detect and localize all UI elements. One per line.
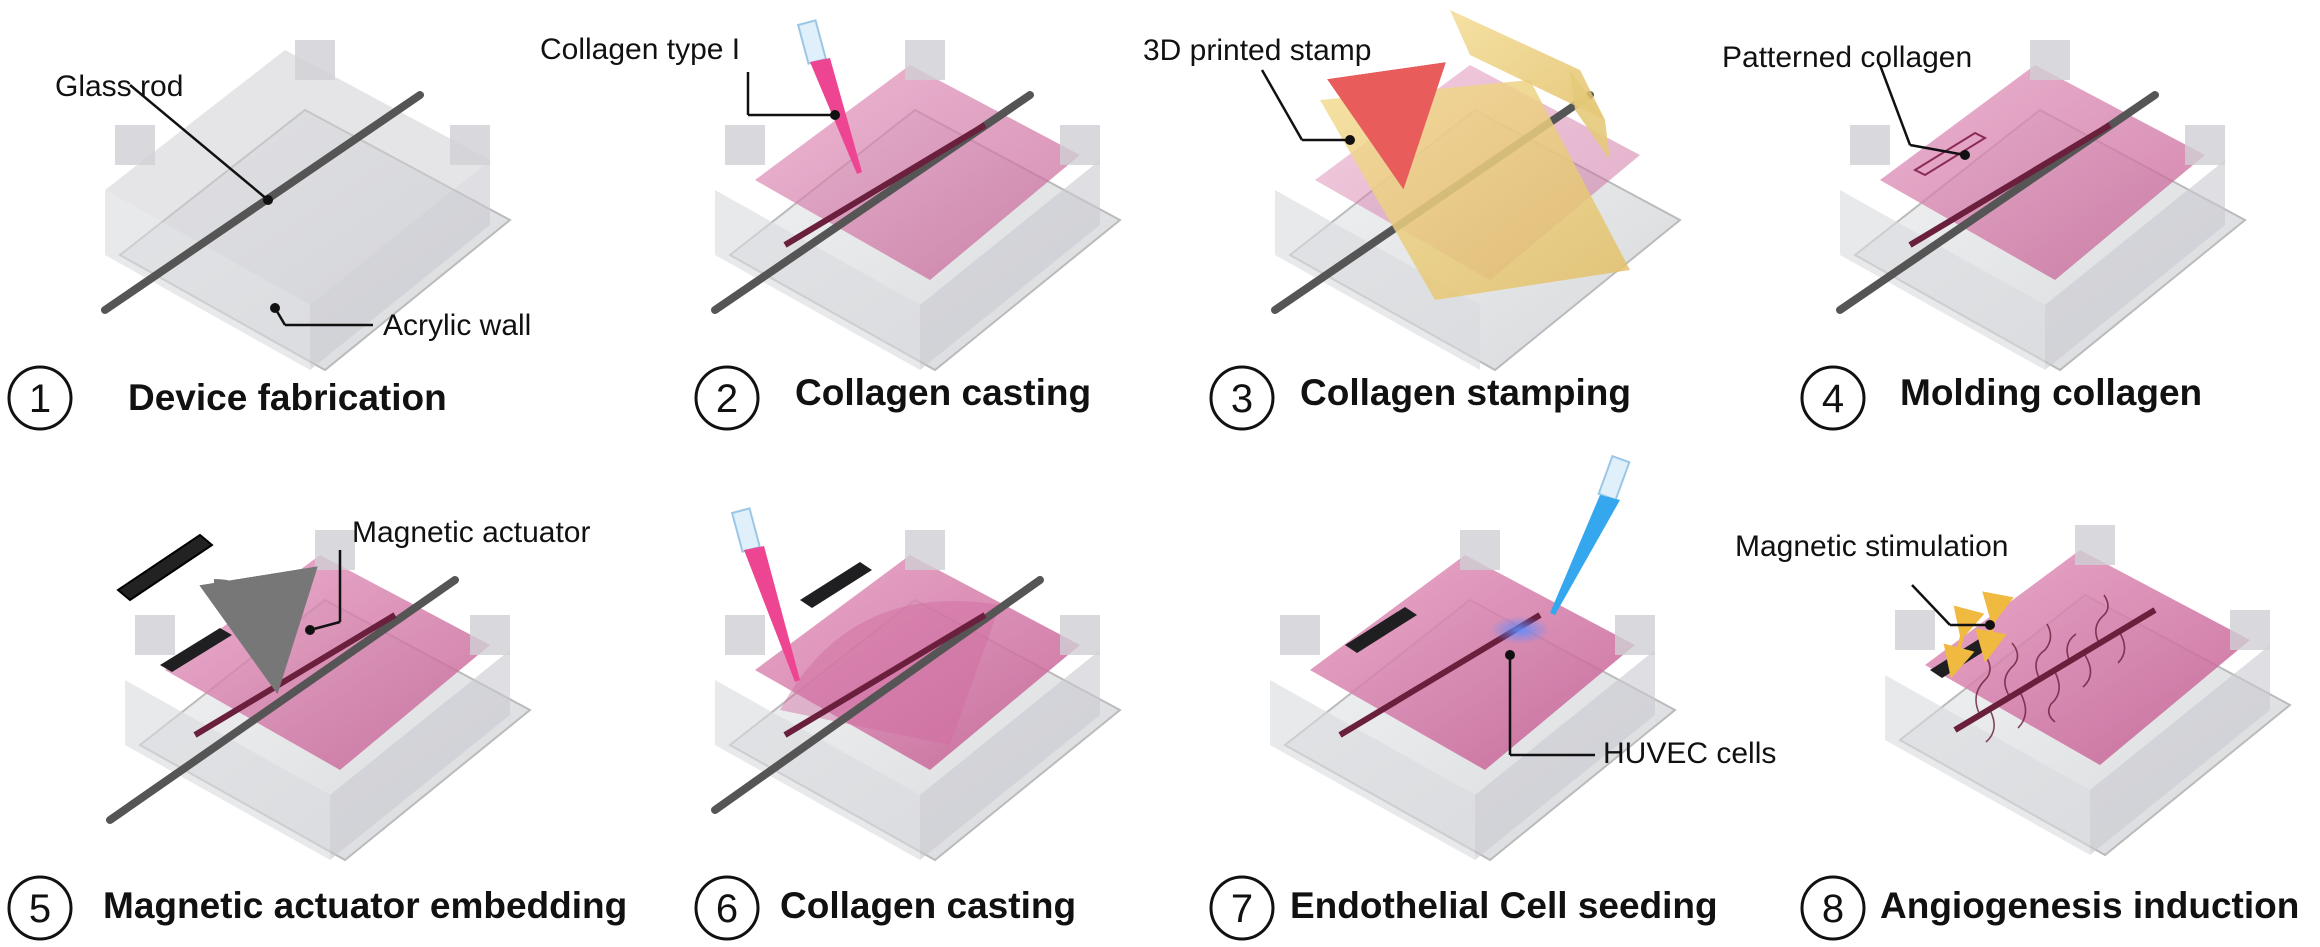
pipette-blue [1550, 456, 1629, 615]
magnetic-actuator-loose [118, 535, 212, 600]
svg-text:4: 4 [1822, 377, 1844, 421]
corner-post [1895, 610, 1935, 650]
corner-post [1850, 125, 1890, 165]
leader-dot [270, 303, 280, 313]
title-angiogenesis-induction: Angiogenesis induction [1880, 885, 2299, 926]
panel-7 [1270, 530, 1675, 860]
corner-post [470, 615, 510, 655]
leader-dot [1345, 135, 1355, 145]
step-2-label: 2 Collagen casting [696, 367, 1091, 429]
corner-post [725, 615, 765, 655]
panel-2 [715, 40, 1120, 370]
svg-text:8: 8 [1822, 887, 1844, 931]
step-4-label: 4 Molding collagen [1802, 367, 2202, 429]
panel-4 [1840, 40, 2245, 370]
title-collagen-stamping: Collagen stamping [1300, 372, 1631, 413]
corner-post [905, 530, 945, 570]
corner-post [2230, 610, 2270, 650]
corner-post [2075, 525, 2115, 565]
step-6-label: 6 Collagen casting [696, 877, 1076, 939]
huvec-cells-glow [1490, 616, 1550, 644]
corner-post [905, 40, 945, 80]
title-molding-collagen: Molding collagen [1900, 372, 2202, 413]
corner-post [135, 615, 175, 655]
svg-text:1: 1 [29, 377, 51, 421]
svg-text:6: 6 [716, 887, 738, 931]
step-7-label: 7 Endothelial Cell seeding [1211, 877, 1718, 939]
panel-6 [715, 530, 1120, 860]
step-8-label: 8 Angiogenesis induction [1802, 877, 2299, 939]
svg-text:2: 2 [716, 377, 738, 421]
corner-post [315, 530, 355, 570]
corner-post [115, 125, 155, 165]
title-device-fabrication: Device fabrication [128, 377, 447, 418]
panel-8 [1885, 525, 2290, 855]
label-collagen-type-i: Collagen type I [540, 33, 740, 66]
corner-post [1280, 615, 1320, 655]
leader-dot [1505, 650, 1515, 660]
label-3d-printed-stamp: 3D printed stamp [1143, 34, 1371, 67]
leader-dot [263, 195, 273, 205]
corner-post [1060, 125, 1100, 165]
corner-post [295, 40, 335, 80]
leader-dot [830, 110, 840, 120]
title-collagen-casting-2: Collagen casting [780, 885, 1076, 926]
corner-post [725, 125, 765, 165]
title-collagen-casting: Collagen casting [795, 372, 1091, 413]
title-magnetic-actuator-embedding: Magnetic actuator embedding [103, 885, 627, 926]
leader-3d-printed-stamp [1262, 70, 1302, 140]
leader-dot [1960, 150, 1970, 160]
panel-5 [110, 530, 530, 860]
label-magnetic-actuator: Magnetic actuator [352, 516, 590, 549]
leader-dot [1985, 620, 1995, 630]
svg-text:5: 5 [29, 887, 51, 931]
step-3-label: 3 Collagen stamping [1211, 367, 1631, 429]
corner-post [2185, 125, 2225, 165]
label-huvec-cells: HUVEC cells [1603, 737, 1776, 770]
label-magnetic-stimulation: Magnetic stimulation [1735, 530, 2008, 563]
step-5-label: 5 Magnetic actuator embedding [9, 877, 627, 939]
corner-post [2030, 40, 2070, 80]
title-endothelial-cell-seeding: Endothelial Cell seeding [1290, 885, 1718, 926]
leader-dot [305, 625, 315, 635]
pipette-pink [732, 508, 800, 682]
corner-post [1615, 615, 1655, 655]
corner-post [1060, 615, 1100, 655]
svg-text:3: 3 [1231, 377, 1253, 421]
label-patterned-collagen: Patterned collagen [1722, 41, 1972, 74]
svg-text:7: 7 [1231, 887, 1253, 931]
label-acrylic-wall: Acrylic wall [383, 309, 531, 342]
label-glass-rod: Glass rod [55, 70, 183, 103]
step-1-label: 1 Device fabrication [9, 367, 447, 429]
corner-post [1460, 530, 1500, 570]
corner-post [450, 125, 490, 165]
